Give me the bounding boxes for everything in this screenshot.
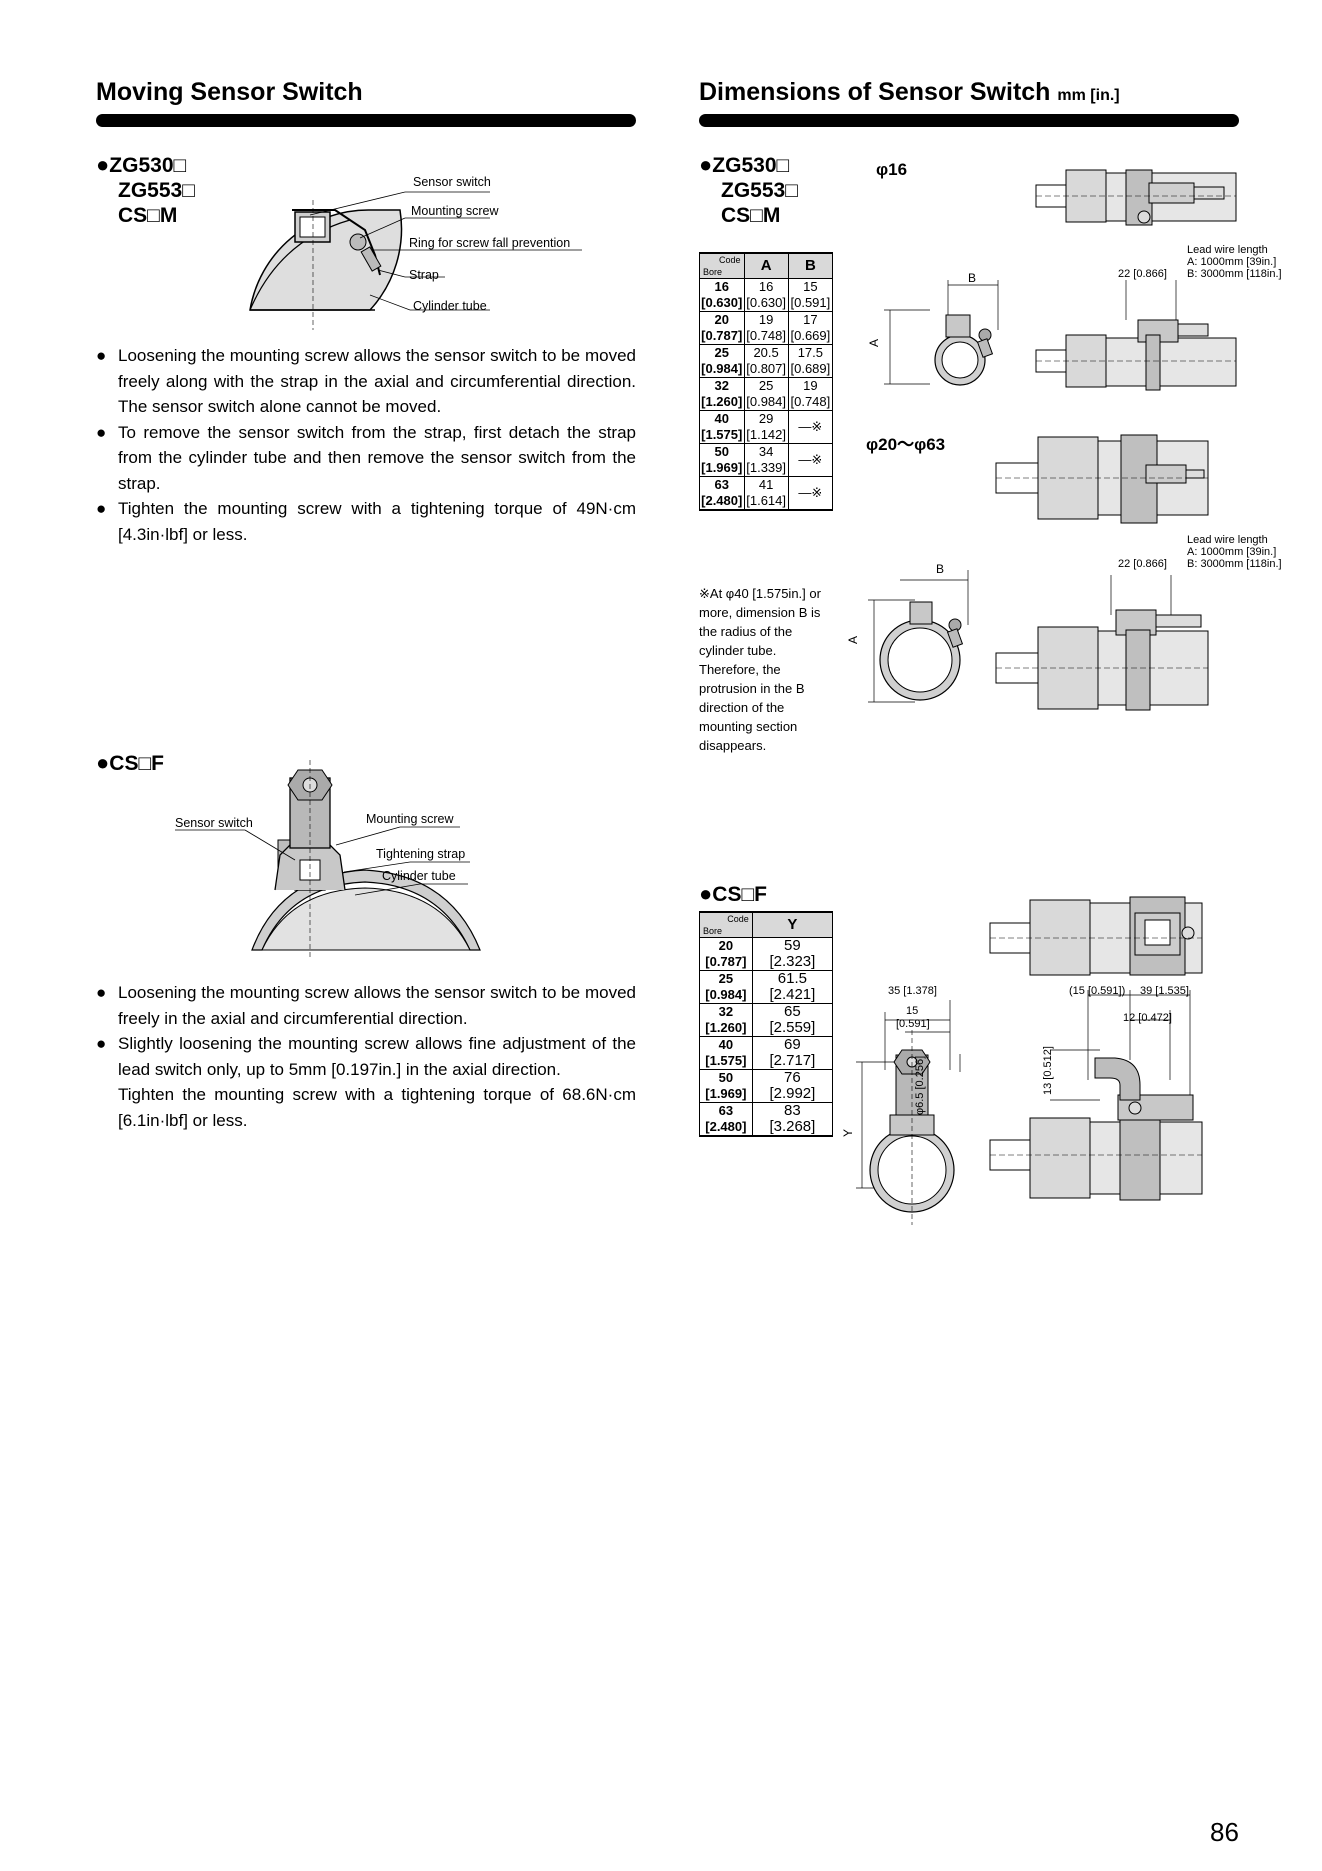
dim-b-20-63: B	[936, 562, 945, 576]
title-bar-left	[96, 114, 636, 127]
bullet-item: Loosening the mounting screw allows the …	[96, 343, 636, 420]
dim-22-16: 22 [0.866]	[1118, 268, 1167, 280]
phi20-63-end-view	[868, 570, 969, 703]
table-row: 25[0.984] 61.5[2.421]	[699, 970, 834, 1004]
dim-15p: (15 [0.591])	[1069, 985, 1126, 997]
dim-12: 12 [0.472]	[1123, 1012, 1172, 1024]
dimension-table-y: Code Bore Y 20[0.787] 59[2.323] 25[0.984…	[699, 911, 834, 1137]
table-row: 32[1.260] 25[0.984] 19[0.748]	[699, 377, 834, 411]
csf-front-view	[856, 1000, 961, 1225]
phi16-end-view	[884, 280, 999, 386]
table-row: 63[2.480] 41[1.614] —※	[699, 476, 834, 511]
table-corner: Code Bore	[699, 252, 745, 279]
dim-a-20-63: A	[846, 635, 861, 645]
label-strap: Strap	[409, 268, 439, 282]
bullet-item: Slightly loosening the mounting screw al…	[96, 1031, 636, 1082]
table-row: 63[2.480] 83[3.268]	[699, 1102, 834, 1137]
dim-y: Y	[841, 1128, 856, 1138]
table-row: 50[1.969] 76[2.992]	[699, 1069, 834, 1103]
phi20-63-side-view	[995, 575, 1209, 711]
dim-phi65: φ6.5 [0.256]	[914, 1055, 926, 1115]
label-mounting-screw: Mounting screw	[411, 204, 499, 218]
csf-mounting-illustration	[175, 760, 481, 960]
col-header-a: A	[743, 252, 789, 279]
label-csf-cylinder-tube: Cylinder tube	[382, 869, 456, 883]
zg-models-right: ●ZG530□ ZG553□ CS□M	[699, 152, 798, 227]
table-row: 40[1.575] 69[2.717]	[699, 1036, 834, 1070]
dim-35: 35 [1.378]	[888, 985, 937, 997]
title-bar-right	[699, 114, 1239, 127]
table-row: 50[1.969] 34[1.339] —※	[699, 443, 834, 477]
dimensions-title: Dimensions of Sensor Switch mm [in.]	[699, 78, 1120, 106]
lead-wire-block-16: Lead wire length A: 1000mm [39in.] B: 30…	[1187, 244, 1282, 280]
label-sensor-switch: Sensor switch	[413, 175, 491, 189]
dim-13: 13 [0.512]	[1042, 1046, 1054, 1095]
csf-model-right: ●CS□F	[699, 881, 767, 906]
label-cylinder-tube: Cylinder tube	[413, 299, 487, 313]
table-row: 20[0.787] 59[2.323]	[699, 937, 834, 971]
bullet-item: To remove the sensor switch from the str…	[96, 420, 636, 497]
bullet-continuation: Tighten the mounting screw with a tighte…	[118, 1085, 636, 1130]
dim-b-16: B	[968, 271, 977, 285]
unit-label: mm [in.]	[1057, 87, 1120, 104]
col-header-y: Y	[751, 911, 834, 938]
dimension-table-ab: Code Bore A B 16[0.630] 16[0.630] 15[0.5…	[699, 252, 834, 511]
phi20-63-label: φ20～φ63	[866, 435, 946, 454]
label-csf-sensor-switch: Sensor switch	[175, 816, 253, 830]
zg-models-left: ●ZG530□ ZG553□ CS□M	[96, 152, 195, 227]
csf-bullets: Loosening the mounting screw allows the …	[96, 980, 636, 1133]
csf-side-view	[989, 990, 1203, 1201]
table-row: 16[0.630] 16[0.630] 15[0.591]	[699, 278, 834, 312]
model-zg530: ZG530□	[109, 154, 187, 177]
lead-wire-block-20-63: Lead wire length A: 1000mm [39in.] B: 30…	[1187, 534, 1282, 570]
zg-mounting-illustration	[249, 191, 582, 330]
dim-a-16: A	[867, 338, 882, 348]
phi16-label: φ16	[876, 160, 908, 179]
dim-15b: [0.591]	[896, 1018, 930, 1030]
dim-22-20-63: 22 [0.866]	[1118, 558, 1167, 570]
model-csm: CS□M	[118, 204, 178, 227]
phi20-63-top-view	[995, 434, 1209, 524]
phi16-top-view	[1035, 169, 1237, 226]
dim-39: 39 [1.535]	[1140, 985, 1189, 997]
table-row: 32[1.260] 65[2.559]	[699, 1003, 834, 1037]
table-corner: Code Bore	[699, 911, 753, 938]
model-zg553: ZG553□	[118, 179, 195, 202]
page-number: 86	[1210, 1817, 1239, 1847]
table-row: 40[1.575] 29[1.142] —※	[699, 410, 834, 444]
label-csf-tightening-strap: Tightening strap	[376, 847, 466, 861]
dim-15a: 15	[906, 1005, 919, 1017]
csf-top-view	[989, 896, 1203, 976]
phi16-side-view	[1035, 280, 1237, 391]
col-header-b: B	[787, 252, 834, 279]
csf-model-left: ●CS□F	[96, 750, 164, 775]
label-csf-mounting-screw: Mounting screw	[366, 812, 454, 826]
table-note: ※At φ40 [1.575in.] or more, dimension B …	[699, 586, 821, 753]
bullet-item: Tighten the mounting screw with a tighte…	[96, 496, 636, 547]
moving-sensor-switch-title: Moving Sensor Switch	[96, 78, 363, 106]
table-row: 20[0.787] 19[0.748] 17[0.669]	[699, 311, 834, 345]
table-row: 25[0.984] 20.5[0.807] 17.5[0.689]	[699, 344, 834, 378]
bullet-item: Loosening the mounting screw allows the …	[96, 980, 636, 1031]
zg-bullets: Loosening the mounting screw allows the …	[96, 343, 636, 547]
label-ring-screw-fall: Ring for screw fall prevention	[409, 236, 571, 250]
